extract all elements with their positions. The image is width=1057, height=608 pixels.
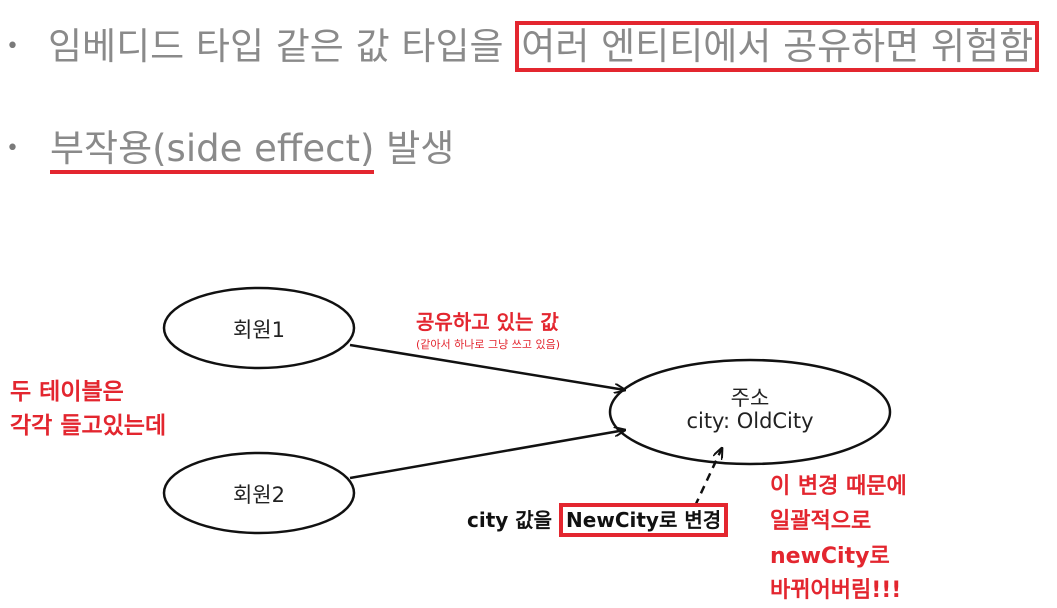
right-note-line-3: newCity로 — [770, 544, 890, 569]
change-note-text: city 값을 — [467, 508, 560, 532]
member1-node — [162, 286, 356, 370]
left-note-line-2: 각각 들고있는데 — [10, 413, 167, 439]
shared-value-label: 공유하고 있는 값 — [416, 310, 559, 334]
right-note-line-2: 일괄적으로 — [770, 509, 872, 534]
bullet-marker: • — [6, 136, 19, 161]
address-node — [608, 358, 892, 466]
bullet-1: 임베디드 타입 같은 값 타입을 여러 엔티티에서 공유하면 위험함 — [48, 16, 1040, 72]
right-note-line-4: 바뀌어버림!!! — [770, 578, 902, 603]
bullet-2-text: 발생 — [374, 127, 455, 170]
shared-value-sub: (같아서 하나로 그냥 쓰고 있음) — [416, 338, 561, 351]
bullet-1-highlight: 여러 엔티티에서 공유하면 위험함 — [515, 21, 1040, 72]
member1-label: 회원1 — [232, 318, 285, 342]
member2-node — [162, 451, 356, 535]
bullet-2: 부작용(side effect) 발생 — [50, 118, 455, 174]
address-label: 주소 — [730, 386, 770, 410]
arrow-change-address — [693, 448, 722, 507]
member2-label: 회원2 — [232, 483, 285, 507]
bullet-2-highlight: 부작용(side effect) — [50, 127, 375, 174]
bullet-marker: • — [6, 34, 19, 59]
arrow-member2-address — [349, 430, 625, 480]
change-note: city 값을 NewCity로 변경 — [467, 503, 729, 537]
left-note-line-1: 두 테이블은 — [10, 379, 124, 405]
change-note-highlight: NewCity로 변경 — [559, 503, 729, 537]
address-city-label: city: OldCity — [686, 409, 814, 433]
arrow-member1-address — [349, 343, 625, 390]
bullet-1-text: 임베디드 타입 같은 값 타입을 — [48, 25, 516, 68]
right-note-line-1: 이 변경 때문에 — [770, 474, 907, 499]
